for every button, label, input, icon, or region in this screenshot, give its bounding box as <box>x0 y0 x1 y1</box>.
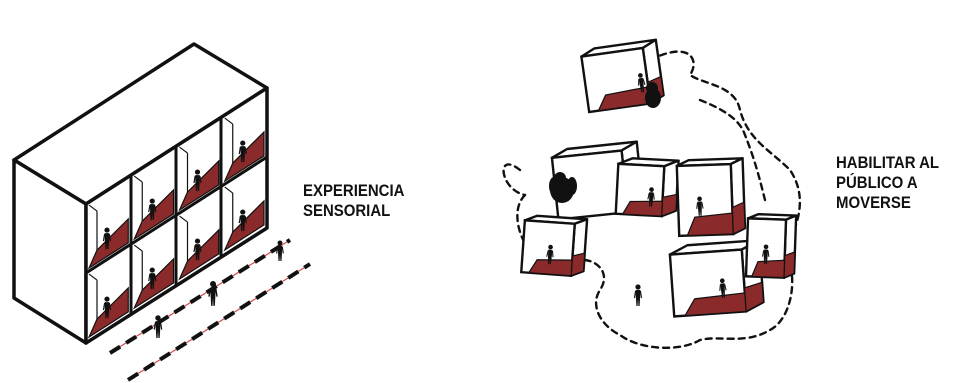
path-line-lower-accent <box>127 263 311 381</box>
shelf-cells <box>87 92 265 339</box>
lone-person <box>633 284 643 306</box>
person-figure-icon <box>148 198 157 221</box>
path-line-lower <box>126 262 312 382</box>
walking-people <box>153 240 284 338</box>
person-figure-icon <box>696 196 704 216</box>
person-figure-icon <box>762 244 770 264</box>
cube-cluster <box>519 38 798 318</box>
caption-line: SENSORIAL <box>303 201 391 220</box>
person-figure-icon <box>647 187 655 207</box>
person-figure-icon <box>153 315 163 338</box>
person-figure-icon <box>546 244 554 265</box>
shelf-cell <box>178 190 220 281</box>
caption-line: PÚBLICO A <box>836 173 918 192</box>
person-figure-icon <box>633 284 643 306</box>
person-figure-icon <box>238 140 247 163</box>
person-figure-icon <box>719 278 727 298</box>
person-figure-icon <box>276 240 284 262</box>
shelf-cell <box>87 179 129 270</box>
person-figure-icon <box>102 296 112 319</box>
path-line-upper-accent <box>109 239 291 354</box>
path-line-upper <box>108 238 292 355</box>
person-figure-icon <box>148 267 157 290</box>
caption-line: MOVERSE <box>836 193 911 212</box>
caption-habilitar-publico: HABILITAR AL PÚBLICO A MOVERSE <box>836 153 939 213</box>
cube <box>675 157 747 238</box>
shelf-cell <box>223 92 265 183</box>
caption-experiencia-sensorial: EXPERIENCIA SENSORIAL <box>303 181 404 221</box>
shelf-cell <box>178 121 220 212</box>
person-figure-icon <box>193 169 202 192</box>
person-figure-icon <box>238 209 247 232</box>
shelf-cell <box>223 161 265 252</box>
shelf-cell <box>132 150 175 241</box>
shelf-cell <box>87 248 129 339</box>
cube <box>519 214 589 277</box>
shelf-cell <box>132 219 175 310</box>
free-path-loop-outer <box>502 50 801 349</box>
cube <box>744 213 798 279</box>
shelf-dividers <box>85 117 268 314</box>
person-figure-icon <box>638 73 646 93</box>
crowd-figure-icon <box>549 82 661 203</box>
caption-line: EXPERIENCIA <box>303 181 405 200</box>
person-figure-icon <box>102 227 112 250</box>
person-figure-icon <box>208 281 218 306</box>
person-figure-icon <box>193 238 202 261</box>
walking-path <box>108 238 312 382</box>
cube <box>614 157 680 218</box>
caption-line: HABILITAR AL <box>836 153 940 172</box>
